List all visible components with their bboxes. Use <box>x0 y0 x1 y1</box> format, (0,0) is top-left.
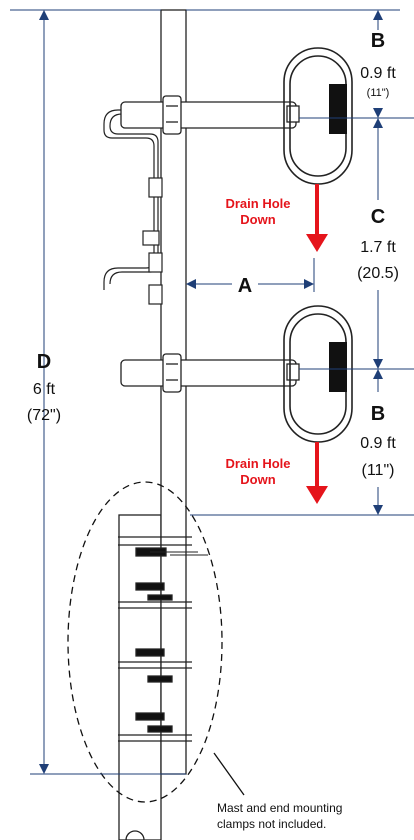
dim-b-bottom-letter: B <box>371 403 385 425</box>
dim-a-letter: A <box>238 275 252 297</box>
dim-b-top-value: 0.9 ft <box>360 65 396 82</box>
mast-clamp-2 <box>118 582 192 609</box>
mast-clamps <box>118 536 208 742</box>
upper-dipole-mount <box>120 95 300 135</box>
dim-b-top-sub: (11") <box>367 87 390 99</box>
drain-label-lower-line1: Drain Hole <box>225 456 290 471</box>
note-leader-line <box>213 752 245 796</box>
drain-label-lower-line2: Down <box>240 472 275 487</box>
dim-b-top-letter: B <box>371 30 385 52</box>
dim-b-bottom-sub: (11") <box>362 462 395 479</box>
feed-cable <box>103 109 163 305</box>
drain-arrow-upper <box>306 184 328 252</box>
note-line1: Mast and end mounting <box>217 801 342 815</box>
clamp-highlight-ellipse <box>67 481 223 803</box>
dim-d-sub: (72") <box>27 407 61 424</box>
drain-label-upper-line1: Drain Hole <box>225 196 290 211</box>
upper-dipole-element <box>283 47 353 185</box>
mast-clamp-1 <box>118 536 208 557</box>
mast-clamp-3 <box>118 648 192 683</box>
note-line2: clamps not included. <box>217 817 326 831</box>
dimension-lines <box>10 9 414 775</box>
dim-d-value: 6 ft <box>33 381 56 398</box>
dim-d-letter: D <box>37 351 51 373</box>
drain-label-upper-line2: Down <box>240 212 275 227</box>
dim-c-sub: (20.5) <box>357 265 399 282</box>
dim-c-value: 1.7 ft <box>360 239 396 256</box>
dim-c-letter: C <box>371 206 385 228</box>
lower-dipole-mount <box>120 353 300 393</box>
mast-clamp-4 <box>118 712 192 742</box>
drain-arrow-lower <box>306 442 328 504</box>
dim-b-bottom-value: 0.9 ft <box>360 435 396 452</box>
